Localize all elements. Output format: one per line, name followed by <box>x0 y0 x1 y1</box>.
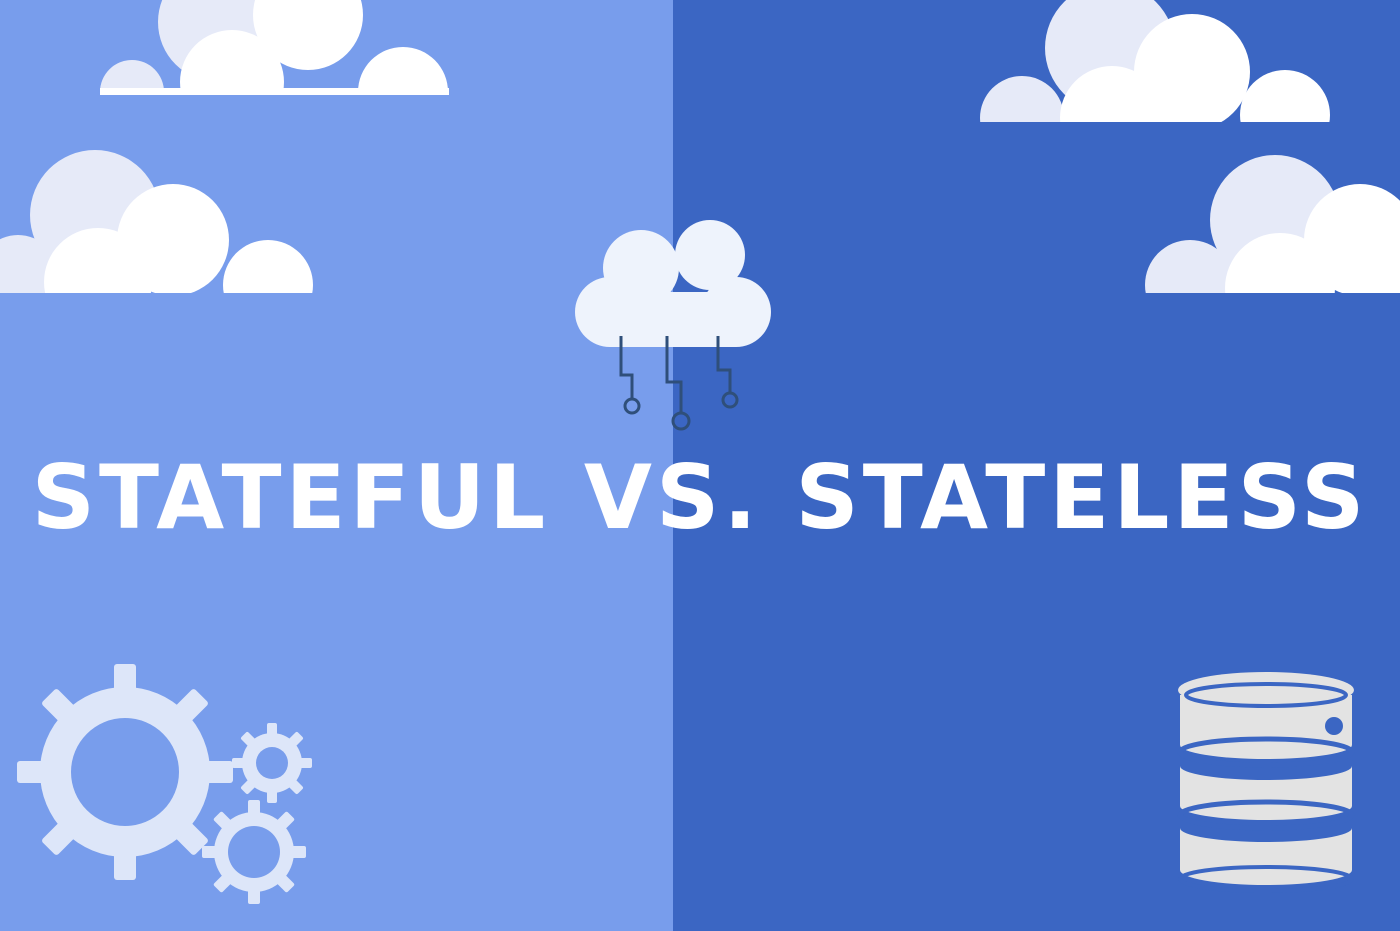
cloud-icon <box>975 0 1340 182</box>
cloud-network-icon <box>575 220 771 431</box>
page-title: STATEFUL VS. STATELESS <box>31 446 1369 549</box>
large-gear-icon <box>17 664 233 880</box>
database-icon <box>1177 672 1355 893</box>
medium-gear-icon <box>202 800 306 904</box>
cloud-icon <box>1140 155 1400 353</box>
cloud-icon <box>0 150 320 353</box>
gears-icon <box>17 664 312 904</box>
small-gear-icon <box>232 723 312 803</box>
